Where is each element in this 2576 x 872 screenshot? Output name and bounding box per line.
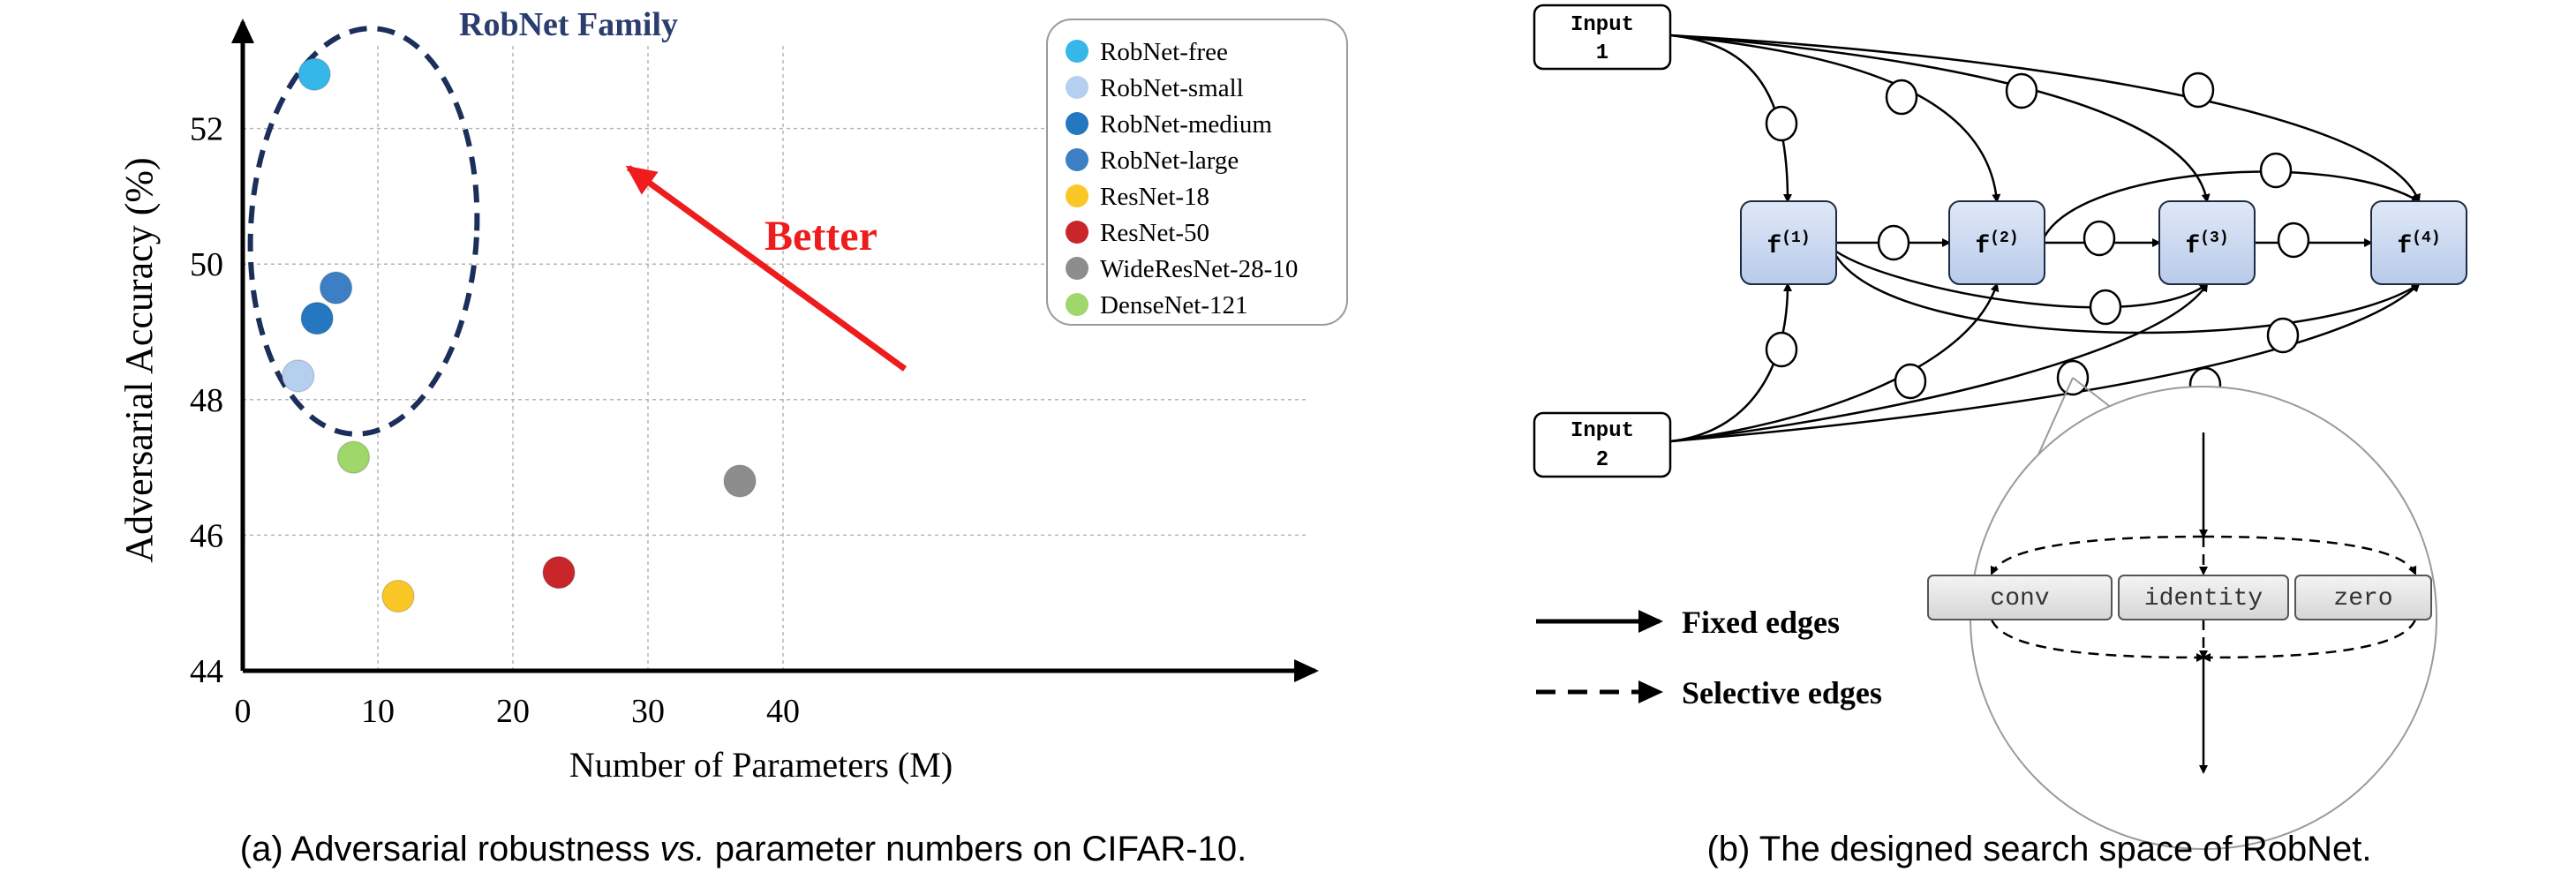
edge-operation-nodes (1765, 71, 2310, 403)
legend-label: RobNet-free (1100, 38, 1228, 66)
caption-a: (a) Adversarial robustness vs. parameter… (240, 830, 1247, 868)
input-1-label: Input (1570, 13, 1634, 37)
op-zero: zero (2294, 575, 2432, 620)
point-robnet-medium (300, 301, 334, 335)
legend-marker (1066, 112, 1088, 135)
x-tick-label: 10 (361, 693, 395, 730)
node-f4: f(4) (2370, 200, 2467, 285)
function-nodes: f(1) f(2) f(3) f(4) (1740, 200, 2467, 285)
svg-text:f(3): f(3) (2185, 229, 2228, 260)
x-axis-label: Number of Parameters (M) (569, 745, 953, 785)
node-f2: f(2) (1948, 200, 2045, 285)
y-axis-label: Adversarial Accuracy (%) (117, 157, 161, 562)
x-tick-label: 40 (766, 693, 800, 730)
legend-label: ResNet-50 (1100, 219, 1209, 247)
zoomed-edge (1990, 432, 2417, 774)
legend-label: RobNet-medium (1100, 110, 1272, 139)
legend-marker (1066, 76, 1088, 99)
y-tick-label: 46 (190, 517, 223, 554)
selective-edges-label: Selective edges (1682, 675, 1882, 710)
y-tick-labels: 44 46 48 50 52 (190, 111, 223, 690)
fixed-edges-label: Fixed edges (1682, 605, 1840, 640)
input-2-box: Input 2 (1533, 411, 1672, 478)
legend-marker (1066, 221, 1088, 244)
legend: RobNet-freeRobNet-smallRobNet-mediumRobN… (1066, 38, 1298, 319)
x-tick-labels: 0 10 20 30 40 (235, 693, 801, 730)
fixed-edges (1669, 34, 2421, 443)
node-f3: f(3) (2158, 200, 2256, 285)
legend-marker (1066, 148, 1088, 171)
legend-label: RobNet-small (1100, 74, 1244, 102)
legend-marker (1066, 257, 1088, 280)
y-tick-label: 44 (190, 653, 223, 690)
legend-label: ResNet-18 (1100, 183, 1209, 211)
node-f1: f(1) (1740, 200, 1837, 285)
op-conv: conv (1927, 575, 2113, 620)
y-tick-label: 48 (190, 382, 223, 419)
point-wideresnet-28-10 (723, 464, 757, 498)
y-tick-label: 50 (190, 246, 223, 283)
better-arrow (625, 165, 908, 372)
svg-text:zero: zero (2333, 585, 2392, 613)
svg-text:f(4): f(4) (2397, 229, 2440, 260)
point-resnet-18 (381, 579, 415, 613)
svg-text:f(1): f(1) (1766, 229, 1810, 260)
edge-legend: Fixed edges Selective edges (1536, 605, 1882, 710)
point-robnet-small (281, 359, 315, 393)
data-points (281, 57, 757, 613)
y-tick-label: 52 (190, 111, 223, 148)
input-1-box: Input 1 (1533, 4, 1672, 71)
legend-label: RobNet-large (1100, 147, 1239, 175)
point-robnet-free (298, 57, 331, 91)
point-robnet-large (319, 271, 353, 304)
svg-text:identity: identity (2144, 585, 2263, 613)
svg-text:f(2): f(2) (1975, 229, 2018, 260)
robnet-family-label: RobNet Family (459, 6, 678, 43)
x-tick-label: 0 (235, 693, 252, 730)
better-label: Better (765, 213, 877, 259)
search-space-diagram: Input 1 Input 2 (1533, 4, 2467, 850)
input-2-label: Input (1570, 419, 1634, 443)
robnet-family-ellipse (247, 26, 480, 437)
x-tick-label: 30 (631, 693, 665, 730)
operation-boxes: conv identity zero (1927, 575, 2432, 620)
op-identity: identity (2118, 575, 2289, 620)
legend-marker (1066, 40, 1088, 63)
input-2-number: 2 (1596, 448, 1608, 472)
legend-box (1046, 19, 1348, 326)
legend-label: WideResNet-28-10 (1100, 255, 1298, 283)
x-tick-label: 20 (496, 693, 530, 730)
input-1-number: 1 (1596, 41, 1608, 65)
caption-b: (b) The designed search space of RobNet. (1706, 830, 2371, 868)
point-resnet-50 (542, 555, 576, 590)
scatter-chart: 0 10 20 30 40 44 46 48 50 52 Number of Parameter… (117, 6, 1348, 785)
legend-marker (1066, 293, 1088, 316)
svg-text:conv: conv (1990, 585, 2049, 613)
legend-label: DenseNet-121 (1100, 291, 1248, 319)
point-densenet-121 (336, 440, 371, 474)
legend-marker (1066, 184, 1088, 207)
